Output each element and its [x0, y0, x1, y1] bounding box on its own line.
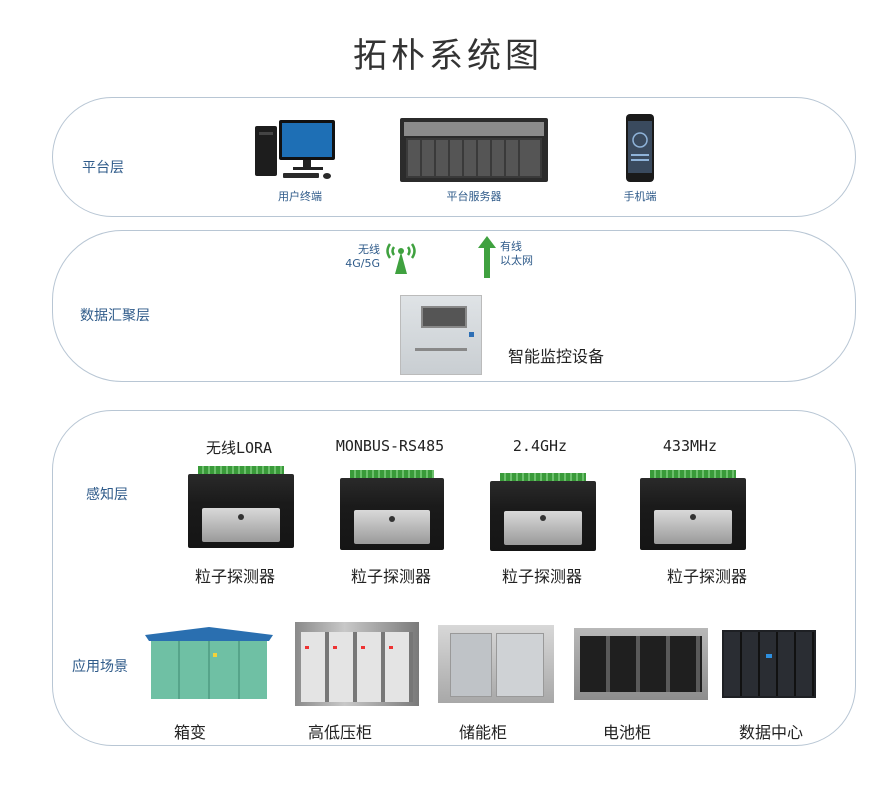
energy-storage-cabinet-image	[438, 625, 554, 703]
detector-terminal	[650, 470, 736, 478]
detector-body	[340, 478, 444, 550]
sensing-layer	[52, 410, 856, 746]
wireless-text: 无线	[358, 243, 380, 256]
detector-label: 粒子探测器	[194, 567, 275, 586]
wired-text: 有线	[500, 240, 522, 253]
scene-label: 电池柜	[602, 723, 651, 742]
particle-detector-image	[490, 473, 596, 551]
sensing-layer-label: 感知层	[86, 487, 128, 503]
detector-terminal	[350, 470, 434, 478]
phone-label: 手机端	[623, 190, 657, 203]
platform-server-label: 平台服务器	[446, 190, 502, 203]
monitoring-device-label: 智能监控设备	[508, 347, 605, 366]
scene-label: 储能柜	[458, 723, 507, 742]
wireless-signal-icon	[384, 238, 418, 274]
computer-icon	[255, 120, 337, 184]
detector-terminal	[500, 473, 586, 481]
platform-layer	[52, 97, 856, 217]
detector-indicator	[540, 515, 546, 521]
protocol-2-4ghz: 2.4GHz	[512, 437, 568, 455]
aggregation-layer	[52, 230, 856, 382]
protocol-rs485: MONBUS-RS485	[335, 437, 445, 455]
scene-label: 数据中心	[738, 723, 803, 742]
application-layer-label: 应用场景	[72, 659, 128, 675]
detector-indicator	[238, 514, 244, 520]
protocol-lora: 无线LORA	[205, 439, 273, 457]
aggregation-layer-label: 数据汇聚层	[80, 308, 150, 324]
wireless-standard-text: 4G/5G	[345, 257, 380, 270]
detector-plate	[354, 510, 430, 544]
box-transformer-image	[145, 627, 273, 701]
detector-indicator	[389, 516, 395, 522]
platform-layer-label: 平台层	[82, 160, 124, 176]
detector-label: 粒子探测器	[501, 567, 582, 586]
battery-cabinet-image	[574, 628, 708, 700]
wired-label: 有线 以太网	[500, 240, 533, 268]
switchgear-image	[295, 622, 419, 706]
phone-icon	[626, 114, 654, 182]
detector-indicator	[690, 514, 696, 520]
detector-terminal	[198, 466, 284, 474]
server-icon	[400, 118, 548, 182]
particle-detector-image	[340, 470, 444, 550]
user-terminal-label: 用户终端	[278, 190, 322, 203]
scene-label: 箱变	[173, 723, 206, 742]
detector-label: 粒子探测器	[666, 567, 747, 586]
detector-plate	[202, 508, 280, 542]
protocol-433mhz: 433MHz	[662, 437, 718, 455]
detector-body	[640, 478, 746, 550]
wireless-label: 无线 4G/5G	[338, 243, 380, 271]
detector-label: 粒子探测器	[350, 567, 431, 586]
particle-detector-image	[188, 466, 294, 548]
wired-arrow-icon	[478, 236, 496, 278]
detector-body	[188, 474, 294, 548]
monitoring-device-image	[400, 295, 482, 375]
detector-body	[490, 481, 596, 551]
scene-label: 高低压柜	[307, 723, 372, 742]
ethernet-text: 以太网	[500, 254, 533, 267]
particle-detector-image	[640, 470, 746, 550]
data-center-image	[722, 630, 816, 698]
page-title: 拓朴系统图	[353, 36, 543, 76]
